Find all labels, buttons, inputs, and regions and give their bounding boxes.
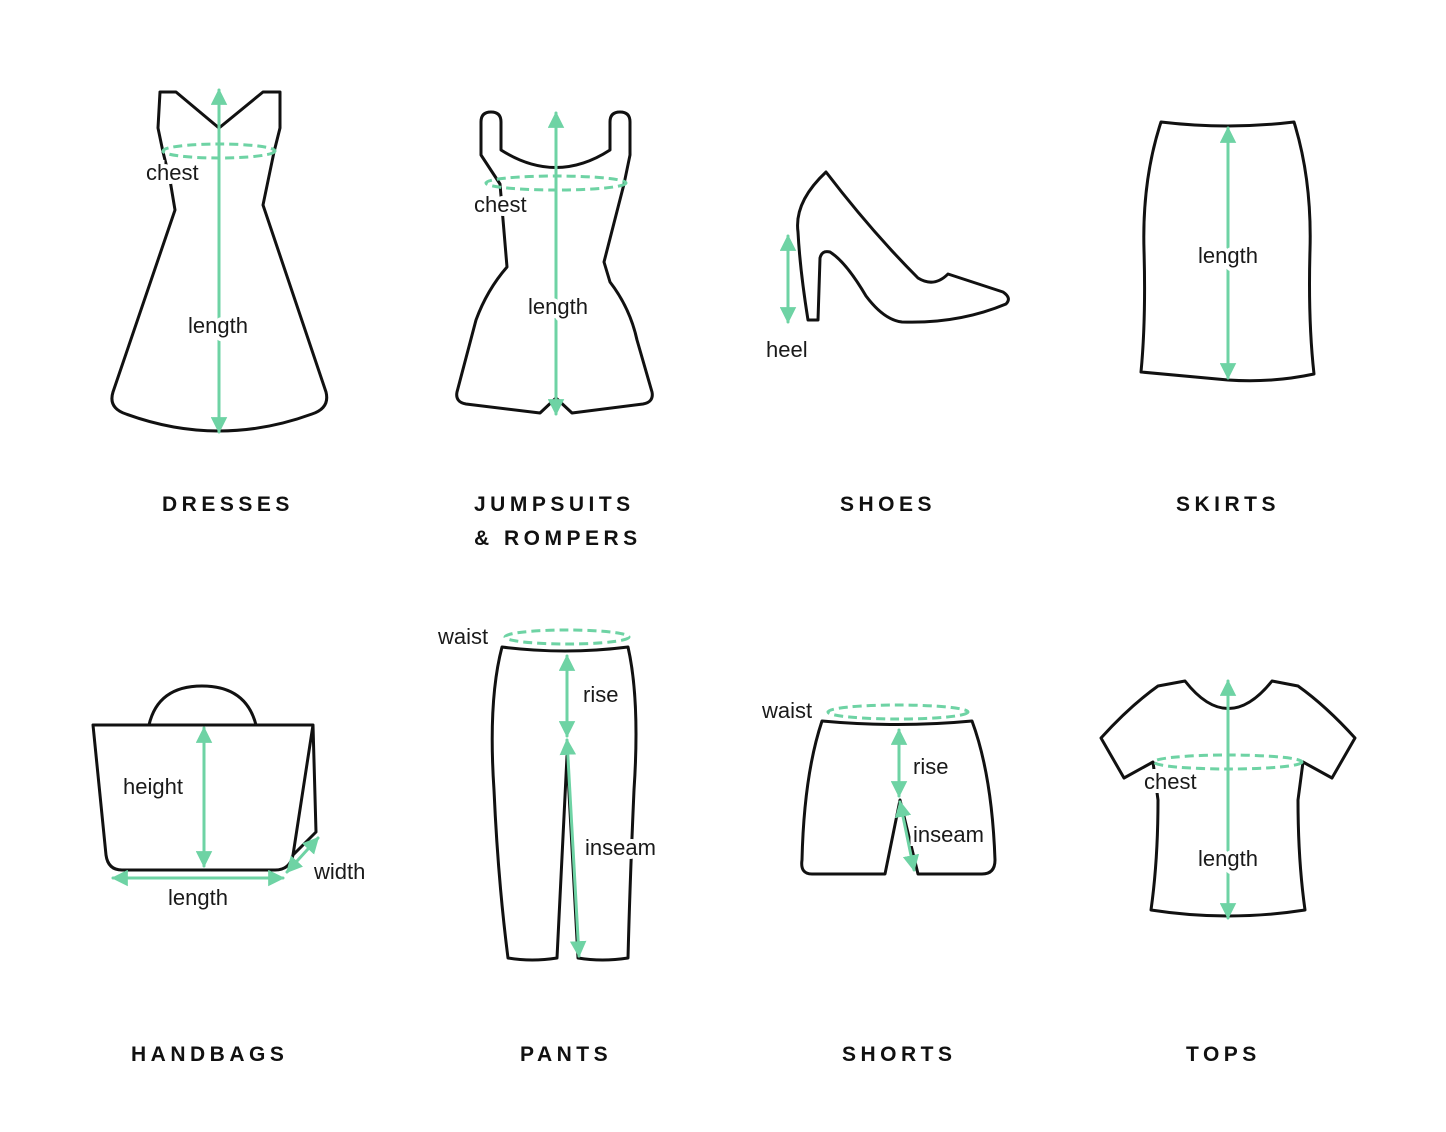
jumpsuit-chest-label: chest [474,192,527,217]
pants-waist-measure [503,628,631,646]
dress-outline [110,90,329,433]
category-title-tops: TOPS [1186,1038,1261,1072]
pants-illustration: waist rise inseam [433,620,660,962]
dress-length-label: length [188,313,248,338]
category-title-jumpsuits-line1: JUMPSUITS [474,493,635,516]
handbag-handle [147,684,258,727]
pants-rise-label: rise [583,682,618,707]
shorts-inseam-label: inseam [913,822,984,847]
skirt-length-label: length [1198,243,1258,268]
category-title-pants-text: PANTS [520,1043,613,1066]
pants-outline [490,645,638,962]
category-title-jumpsuits: JUMPSUITS & ROMPERS [474,488,642,556]
shorts-inseam-arrow [894,800,920,872]
dress-illustration: chest length [110,88,329,434]
handbag-length-label: length [168,885,228,910]
handbag-height-label: height [123,774,183,799]
category-title-skirts-text: SKIRTS [1176,493,1281,516]
top-chest-label: chest [1144,769,1197,794]
top-outline [1099,679,1357,918]
shoe-illustration: heel [762,170,1010,366]
top-illustration: chest length [1099,679,1357,920]
skirt-illustration: length [1139,120,1316,383]
category-title-dresses-text: DRESSES [162,493,294,516]
category-title-tops-text: TOPS [1186,1043,1261,1066]
category-title-jumpsuits-line2: & ROMPERS [474,527,642,550]
skirt-outline [1139,120,1316,383]
category-title-pants: PANTS [520,1038,612,1072]
pants-waist-label: waist [437,624,488,649]
pants-inseam-arrow [559,738,587,958]
category-title-dresses: DRESSES [162,488,294,522]
shorts-illustration: waist rise inseam [757,694,997,876]
category-title-handbags-text: HANDBAGS [131,1043,289,1066]
shorts-waist-label: waist [761,698,812,723]
handbag-width-arrow [285,836,320,874]
category-title-shoes: SHOES [840,488,936,522]
category-title-skirts: SKIRTS [1176,488,1280,522]
top-length-label: length [1198,846,1258,871]
shoe-outline [796,170,1010,324]
pants-inseam-label: inseam [585,835,656,860]
shoe-heel-label: heel [766,337,808,362]
category-title-shorts: SHORTS [842,1038,957,1072]
category-title-handbags: HANDBAGS [131,1038,288,1072]
handbag-illustration: height length width [91,684,369,914]
category-title-shorts-text: SHORTS [842,1043,957,1066]
jumpsuit-length-label: length [528,294,588,319]
jumpsuit-illustration: chest length [455,110,654,416]
category-title-shoes-text: SHOES [840,493,937,516]
shorts-outline [800,719,997,876]
dress-chest-label: chest [146,160,199,185]
shorts-waist-measure [826,703,970,721]
shorts-rise-label: rise [913,754,948,779]
handbag-width-label: width [313,859,365,884]
jumpsuit-outline [455,110,654,415]
